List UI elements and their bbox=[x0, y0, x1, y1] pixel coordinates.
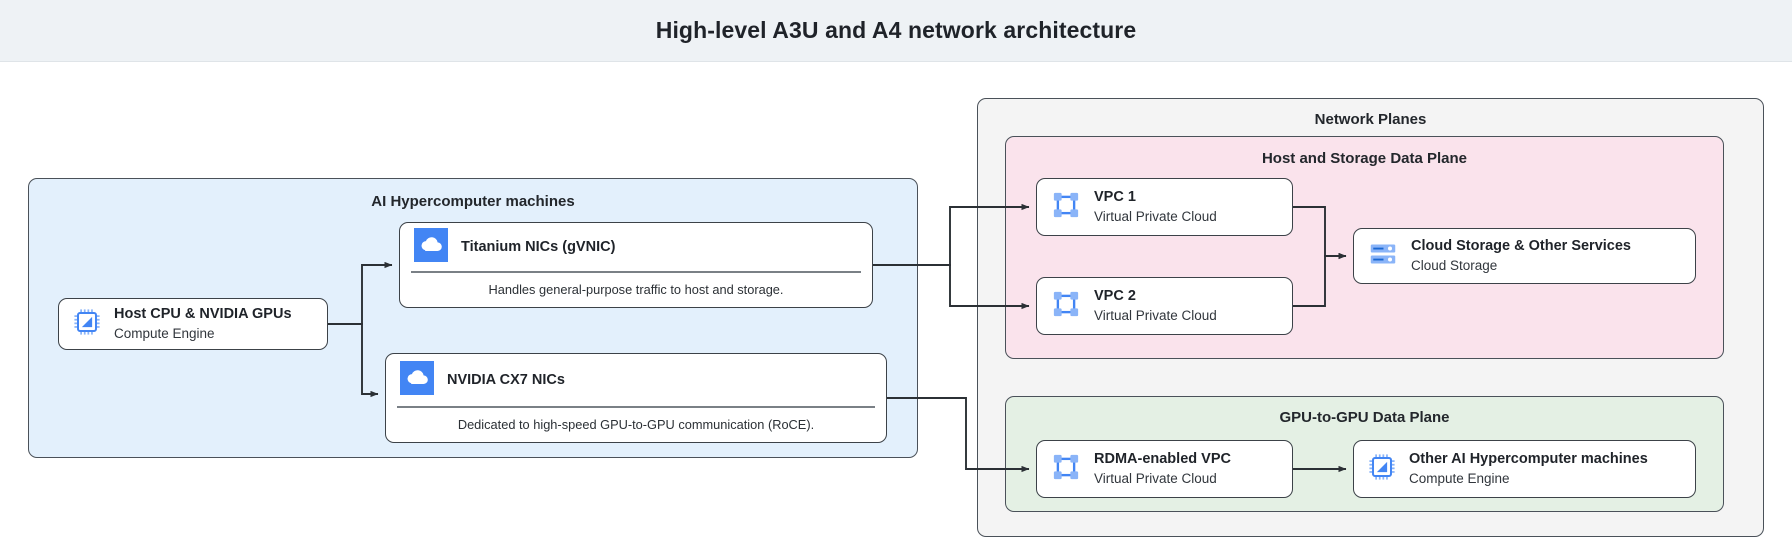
vpc-icon bbox=[1051, 452, 1081, 487]
cloud-storage-icon bbox=[1368, 239, 1398, 274]
node-vpc-2[interactable]: VPC 2 Virtual Private Cloud bbox=[1036, 277, 1293, 335]
node-vpc-1-title: VPC 1 bbox=[1094, 189, 1136, 206]
node-vpc-2-subtitle: Virtual Private Cloud bbox=[1094, 307, 1217, 323]
node-rdma-enabled-vpc[interactable]: RDMA-enabled VPC Virtual Private Cloud bbox=[1036, 440, 1293, 498]
divider bbox=[397, 406, 875, 408]
page-title: High-level A3U and A4 network architectu… bbox=[655, 17, 1137, 43]
node-cloud-storage[interactable]: Cloud Storage & Other Services Cloud Sto… bbox=[1353, 228, 1696, 284]
node-titanium-nics-caption: Handles general-purpose traffic to host … bbox=[488, 282, 784, 297]
cpu-chip-icon bbox=[1368, 453, 1396, 486]
node-rdma-enabled-vpc-subtitle: Virtual Private Cloud bbox=[1094, 470, 1217, 486]
node-other-ai-hypercomputer-machines[interactable]: Other AI Hypercomputer machines Compute … bbox=[1353, 440, 1696, 498]
node-nvidia-cx7-nics-title: NVIDIA CX7 NICs bbox=[447, 372, 565, 389]
group-title-ai-hypercomputer-machines: AI Hypercomputer machines bbox=[371, 193, 575, 210]
node-vpc-1-subtitle: Virtual Private Cloud bbox=[1094, 208, 1217, 224]
node-nvidia-cx7-nics-caption: Dedicated to high-speed GPU-to-GPU commu… bbox=[457, 417, 815, 432]
cloud-icon bbox=[400, 360, 434, 400]
vpc-icon bbox=[1051, 289, 1081, 324]
node-cloud-storage-subtitle: Cloud Storage bbox=[1411, 257, 1498, 273]
node-rdma-enabled-vpc-title: RDMA-enabled VPC bbox=[1094, 451, 1231, 468]
node-titanium-nics-title: Titanium NICs (gVNIC) bbox=[461, 239, 616, 256]
node-cloud-storage-title: Cloud Storage & Other Services bbox=[1411, 238, 1631, 255]
node-other-ai-hypercomputer-machines-subtitle: Compute Engine bbox=[1409, 470, 1510, 486]
node-titanium-nics-header: Titanium NICs (gVNIC) bbox=[400, 223, 872, 271]
node-vpc-1[interactable]: VPC 1 Virtual Private Cloud bbox=[1036, 178, 1293, 236]
node-nvidia-cx7-nics[interactable]: NVIDIA CX7 NICs Dedicated to high-speed … bbox=[385, 353, 887, 443]
node-titanium-nics[interactable]: Titanium NICs (gVNIC) Handles general-pu… bbox=[399, 222, 873, 308]
vpc-icon bbox=[1051, 190, 1081, 225]
group-title-gpu-to-gpu-data-plane: GPU-to-GPU Data Plane bbox=[1279, 409, 1450, 426]
node-nvidia-cx7-nics-header: NVIDIA CX7 NICs bbox=[386, 354, 886, 406]
node-host-cpu-gpus[interactable]: Host CPU & NVIDIA GPUs Compute Engine bbox=[58, 298, 328, 350]
node-host-cpu-gpus-title: Host CPU & NVIDIA GPUs bbox=[114, 306, 292, 323]
group-title-host-and-storage-data-plane: Host and Storage Data Plane bbox=[1261, 150, 1468, 167]
page-header: High-level A3U and A4 network architectu… bbox=[0, 0, 1792, 62]
cloud-icon bbox=[414, 227, 448, 267]
node-host-cpu-gpus-subtitle: Compute Engine bbox=[114, 325, 215, 341]
node-other-ai-hypercomputer-machines-title: Other AI Hypercomputer machines bbox=[1409, 451, 1648, 468]
node-vpc-2-title: VPC 2 bbox=[1094, 288, 1136, 305]
divider bbox=[411, 271, 861, 273]
cpu-chip-icon bbox=[73, 308, 101, 341]
group-title-network-planes: Network Planes bbox=[1314, 111, 1427, 128]
